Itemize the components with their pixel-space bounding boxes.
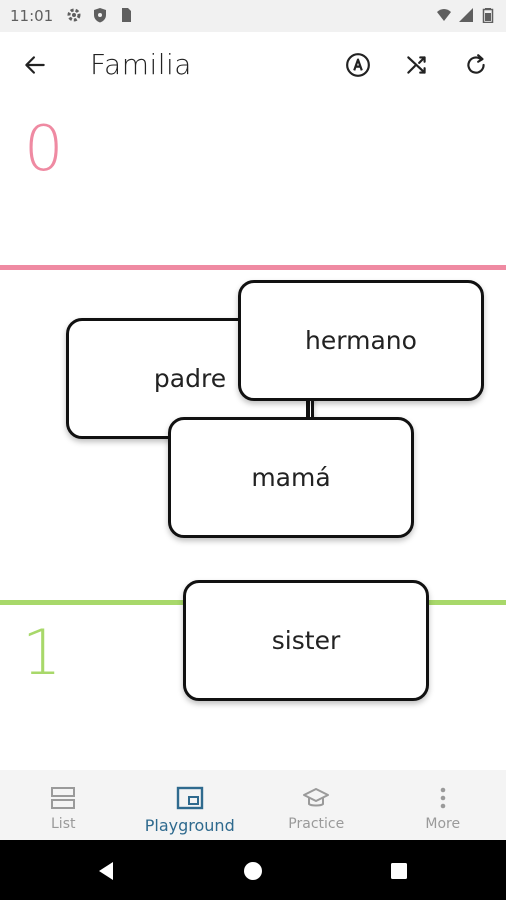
settings-icon <box>67 8 81 22</box>
battery-icon <box>482 8 494 23</box>
card-connector <box>306 398 310 420</box>
list-icon <box>51 787 76 809</box>
wifi-icon <box>437 9 451 21</box>
circle-home-icon <box>244 862 262 880</box>
app-bar: Familia <box>0 32 506 98</box>
word-card-sister[interactable]: sister <box>183 580 429 701</box>
system-nav-bar <box>0 840 506 900</box>
refresh-icon <box>467 54 485 74</box>
shield-icon <box>94 8 106 23</box>
back-button[interactable] <box>18 48 52 82</box>
nav-item-list[interactable]: List <box>0 770 127 840</box>
page-title: Familia <box>90 48 192 81</box>
status-icons-left <box>66 7 134 23</box>
system-back-button[interactable] <box>93 858 119 884</box>
graduation-cap-icon <box>303 788 330 807</box>
score-bottom: 1 <box>22 616 62 689</box>
triangle-back-icon <box>99 862 113 880</box>
nav-item-playground[interactable]: Playground <box>127 770 254 840</box>
nav-label-more: More <box>425 816 461 832</box>
arrow-left-icon <box>25 56 45 74</box>
signal-icon <box>459 8 473 22</box>
nav-label-list: List <box>51 816 76 832</box>
refresh-button[interactable] <box>459 48 493 82</box>
status-time: 11:01 <box>10 7 54 25</box>
alphabet-a-icon <box>346 53 370 77</box>
status-icons-right <box>436 7 496 23</box>
system-recents-button[interactable] <box>386 858 412 884</box>
bottom-nav: List Playground Practice More <box>0 770 506 840</box>
square-recents-icon <box>391 863 407 879</box>
shuffle-icon <box>407 56 426 74</box>
system-home-button[interactable] <box>240 858 266 884</box>
nav-label-playground: Playground <box>144 816 235 835</box>
word-card-hermano[interactable]: hermano <box>238 280 484 401</box>
shuffle-button[interactable] <box>400 48 434 82</box>
nav-label-practice: Practice <box>288 816 345 832</box>
nav-item-more[interactable]: More <box>380 770 506 840</box>
score-divider-pink <box>0 265 506 270</box>
more-vertical-icon <box>440 787 446 809</box>
score-top: 0 <box>24 112 64 185</box>
nav-item-practice[interactable]: Practice <box>253 770 380 840</box>
playground-icon <box>176 786 203 810</box>
sim-card-icon <box>122 8 131 22</box>
alphabet-button[interactable] <box>341 48 375 82</box>
word-card-mama[interactable]: mamá <box>168 417 414 538</box>
status-bar: 11:01 <box>0 0 506 32</box>
